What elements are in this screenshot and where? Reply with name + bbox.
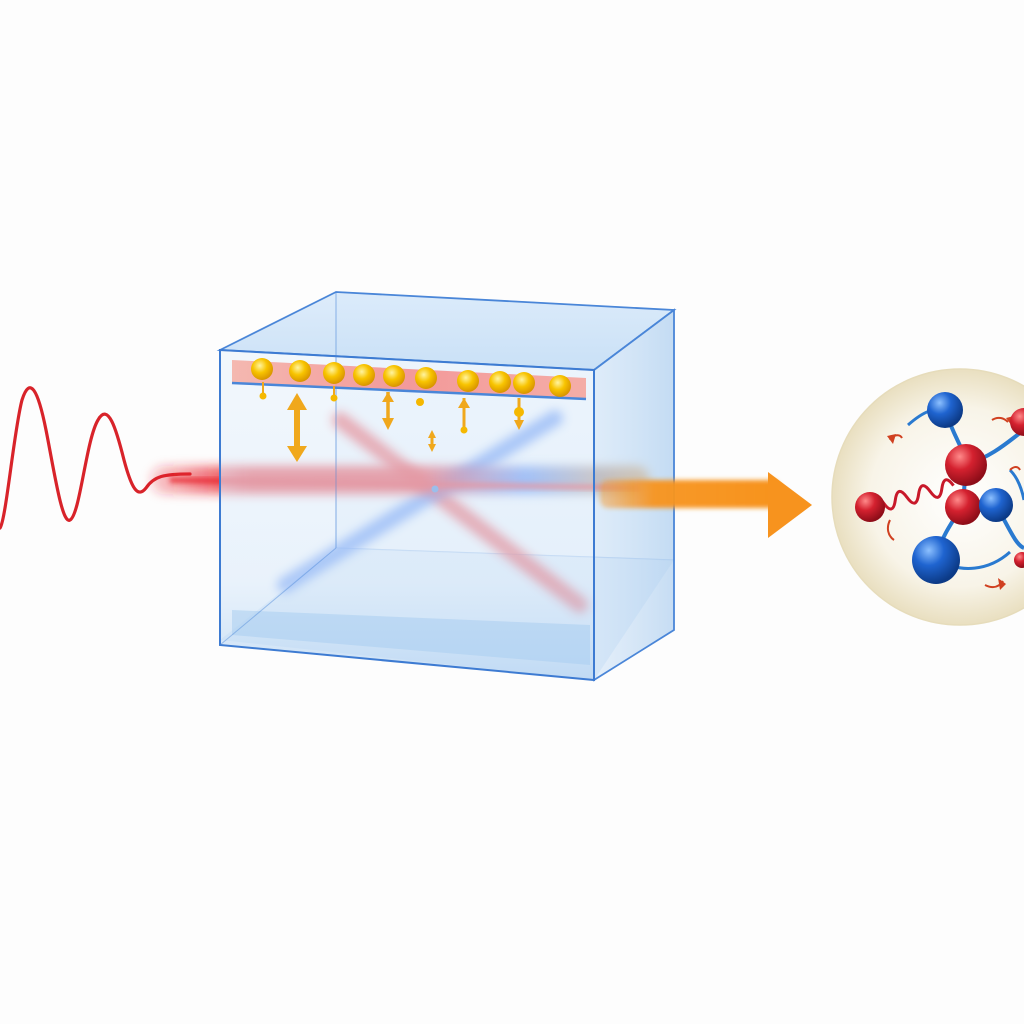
- particle-row: [251, 358, 571, 397]
- double-arrow-icon: [287, 393, 307, 462]
- vibration-arrows: [259, 382, 524, 462]
- arrow-right-icon: [600, 472, 812, 538]
- molecule-icon: [831, 368, 1024, 626]
- wave-icon: [0, 386, 192, 530]
